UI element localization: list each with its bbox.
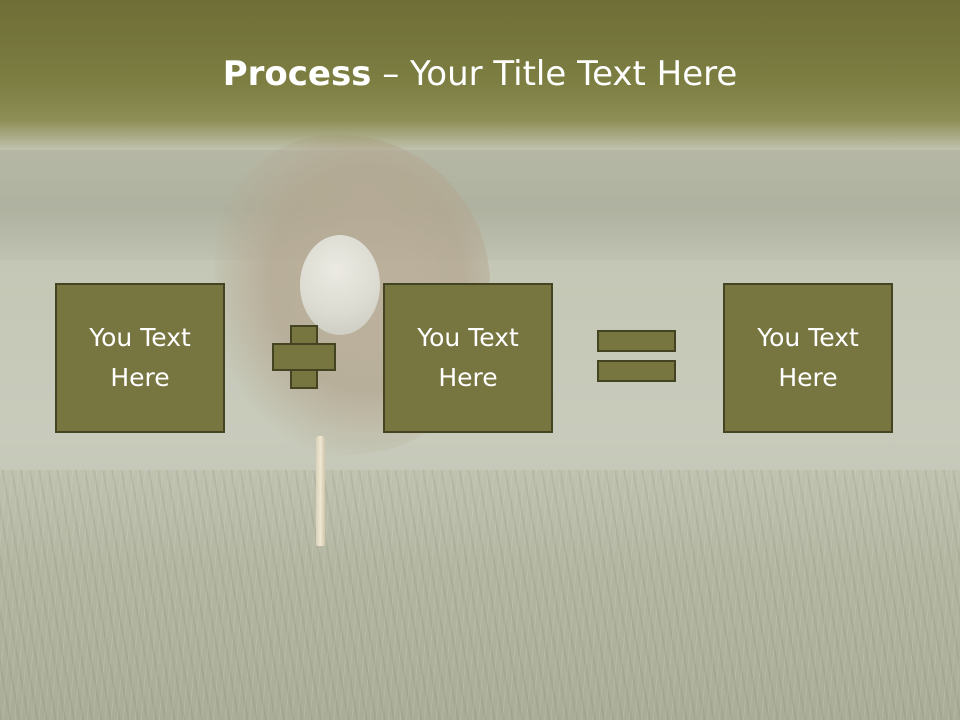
title-bold: Process bbox=[222, 54, 372, 94]
process-box-3-line1: You Text bbox=[757, 323, 859, 352]
process-box-1-line1: You Text bbox=[89, 323, 191, 352]
equals-icon-bottom-bar bbox=[597, 360, 676, 382]
process-box-3-line2: Here bbox=[778, 363, 838, 392]
process-box-1-line2: Here bbox=[110, 363, 170, 392]
plus-icon-center bbox=[292, 345, 316, 369]
golf-ball-image bbox=[300, 235, 380, 335]
title-bar bbox=[0, 0, 960, 150]
title-rest: – Your Title Text Here bbox=[371, 54, 738, 94]
background-grass bbox=[0, 470, 960, 720]
process-box-2-line1: You Text bbox=[417, 323, 519, 352]
golf-tee-image bbox=[316, 436, 325, 546]
equals-icon-top-bar bbox=[597, 330, 676, 352]
slide-title: Process – Your Title Text Here bbox=[0, 52, 960, 96]
process-box-2-line2: Here bbox=[438, 363, 498, 392]
